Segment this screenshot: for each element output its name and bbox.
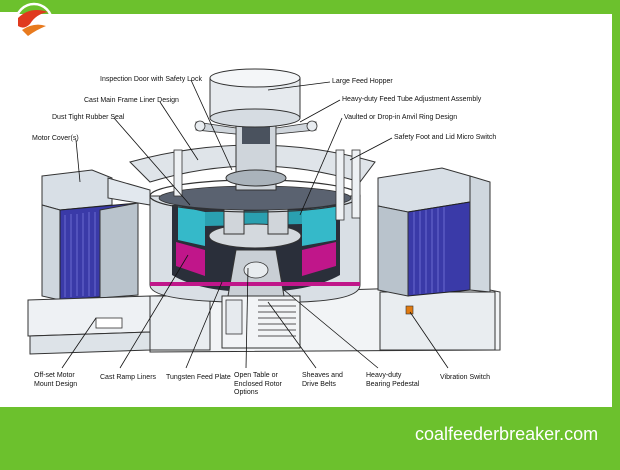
label-vaulted-anvil: Vaulted or Drop-in Anvil Ring Design: [344, 114, 458, 121]
label-feed-tube-adjustment: Heavy-duty Feed Tube Adjustment Assembly: [342, 96, 482, 103]
left-motor: [41, 169, 151, 301]
leader-lines: [61, 79, 449, 369]
label-tungsten-plate: Tungsten Feed Plate: [166, 374, 231, 381]
label-motor-covers: Motor Cover(s): [32, 135, 79, 142]
label-dust-tight-seal: Dust Tight Rubber Seal: [52, 114, 125, 121]
crusher-body: [129, 68, 376, 349]
website-banner: [408, 408, 620, 455]
label-cast-main-frame: Cast Main Frame Liner Design: [84, 97, 179, 104]
label-open-table: Open Table or Enclosed Rotor Options: [234, 372, 282, 396]
label-bearing-pedestal: Heavy-duty Bearing Pedestal: [366, 372, 420, 388]
label-vibration-switch: Vibration Switch: [440, 374, 491, 381]
label-cast-ramp: Cast Ramp Liners: [100, 374, 157, 381]
logo-icon: [14, 2, 54, 42]
website-link[interactable]: coalfeederbreaker.com: [415, 424, 599, 444]
vibration-switch-box: [405, 305, 414, 315]
logo-text: CCRB: [3, 44, 57, 63]
label-large-feed-hopper: Large Feed Hopper: [332, 78, 393, 85]
label-offset-motor: Off-set Motor Mount Design: [34, 372, 78, 388]
label-inspection-door: Inspection Door with Safety Lock: [100, 76, 202, 83]
label-safety-foot: Safety Foot and Lid Micro Switch: [394, 134, 497, 141]
label-sheaves: Sheaves and Drive Belts: [302, 372, 343, 388]
right-motor: [377, 167, 491, 297]
